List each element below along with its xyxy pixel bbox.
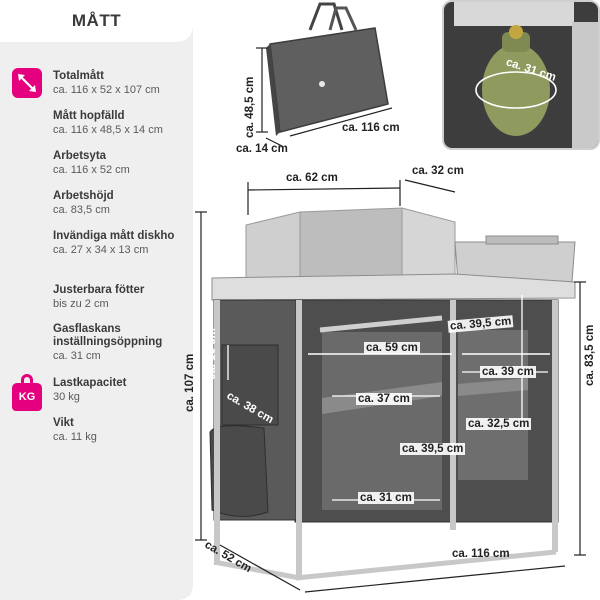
resize-arrows-icon <box>12 68 42 98</box>
dim-work-height: ca. 83,5 cm <box>584 324 596 386</box>
weight-ring <box>21 374 33 384</box>
dim-left-compartment: ca. 59 cm <box>364 342 420 354</box>
dim-shelf-left: ca. 37 cm <box>356 393 412 405</box>
dim-bag-height: ca. 48,5 cm <box>244 76 256 138</box>
dim-shelf-lower: ca. 39,5 cm <box>400 443 466 455</box>
dim-total-height: ca. 107 cm <box>184 353 196 412</box>
carry-bag-illustration <box>266 2 389 136</box>
dim-bottom-left: ca. 31 cm <box>358 492 414 504</box>
dim-wind-width: ca. 62 cm <box>286 172 338 184</box>
panel-title: MÅTT <box>0 0 193 42</box>
spec-panel <box>0 0 193 600</box>
dim-right-mid: ca. 39 cm <box>480 366 536 378</box>
dim-sink-width: ca. 32 cm <box>412 165 464 177</box>
camping-kitchen-illustration <box>209 207 576 581</box>
weight-icon: KG <box>12 383 42 411</box>
gas-bottle-icon <box>444 2 598 148</box>
spec-worktop: Arbetsyta ca. 116 x 52 cm <box>53 150 130 176</box>
gas-bottle-inset <box>442 0 600 150</box>
dim-width: ca. 116 cm <box>452 548 510 560</box>
dim-bag-depth: ca. 14 cm <box>236 143 288 155</box>
dim-side-pocket-height: ca. 16 cm <box>206 328 218 380</box>
dim-bag-width: ca. 116 cm <box>342 122 400 134</box>
dim-shelf-right: ca. 32,5 cm <box>466 418 532 430</box>
